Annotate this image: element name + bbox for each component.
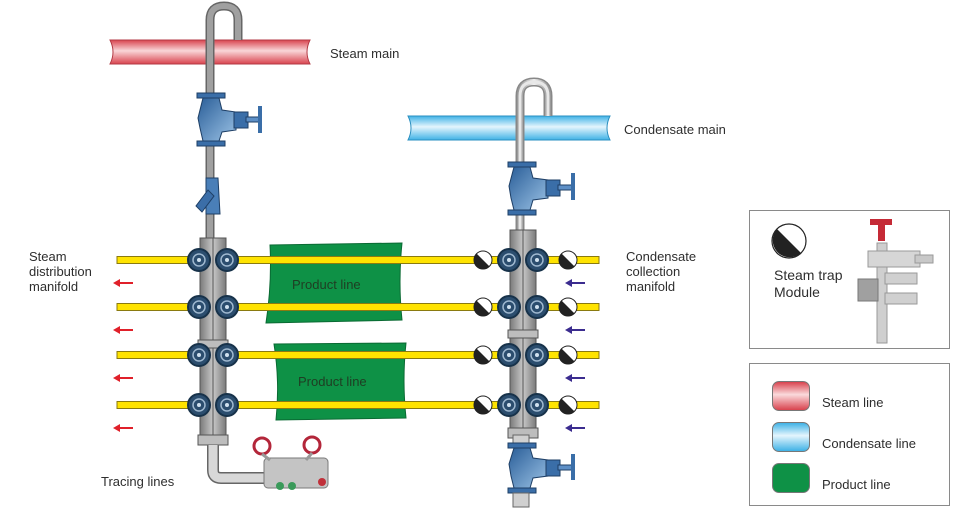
strainer — [195, 177, 221, 215]
manifold-valve — [497, 343, 521, 367]
steam-trap-symbol-icon — [771, 219, 934, 344]
manifold-valves — [187, 248, 549, 417]
manifold-valve — [215, 393, 239, 417]
steam-line-swatch — [772, 381, 810, 411]
legend-item-steam-line — [772, 381, 810, 411]
steam-trap-icon — [473, 297, 493, 317]
legend-label-product-line: Product line — [822, 477, 891, 492]
manifold-valve — [215, 248, 239, 272]
steam-flow-arrow — [113, 374, 133, 382]
condensate-collection-manifold-label: Condensate collection manifold — [626, 249, 697, 294]
condensate-main-label: Condensate main — [624, 122, 726, 137]
steam-trap-icon — [473, 345, 493, 365]
steam-flow-arrow — [113, 326, 133, 334]
steam-trap-module-label: Steam trap Module — [774, 267, 843, 300]
legend-label-condensate-line: Condensate line — [822, 436, 916, 451]
manifold-valve — [187, 248, 211, 272]
tracing-lines-label: Tracing lines — [101, 474, 175, 489]
condensate-flow-arrow — [565, 424, 585, 432]
tracer-line — [116, 401, 600, 409]
steam-trap-icon — [473, 250, 493, 270]
legend-item-product-line — [772, 463, 810, 493]
steam-trap-icon — [558, 395, 578, 415]
manifold-valve — [215, 343, 239, 367]
manifold-valve — [187, 295, 211, 319]
tracer-lines — [116, 256, 600, 409]
manifold-valve — [525, 393, 549, 417]
product-line-swatch — [772, 463, 810, 493]
legend: Steam line Condensate line Product line — [749, 363, 950, 506]
condensate-main-pipe — [407, 115, 611, 141]
manifold-valve — [525, 295, 549, 319]
steam-isolation-valve — [196, 92, 262, 147]
steam-riser — [205, 1, 243, 240]
steam-trap-icon — [473, 395, 493, 415]
steam-flow-arrow — [113, 424, 133, 432]
manifold-valve — [187, 393, 211, 417]
manifold-valve — [215, 295, 239, 319]
condensate-line-swatch — [772, 422, 810, 452]
manifold-valve — [525, 248, 549, 272]
tracing-line-elbow — [207, 445, 266, 484]
legend-item-condensate-line — [772, 422, 810, 452]
product-line-lower — [273, 342, 407, 421]
steam-trap-icon — [558, 297, 578, 317]
manifold-valve — [497, 248, 521, 272]
product-line-label-lower: Product line — [298, 374, 367, 389]
steam-distribution-manifold-label: Steam distribution manifold — [29, 249, 92, 294]
manifold-valve — [187, 343, 211, 367]
steam-main-label: Steam main — [330, 46, 400, 61]
manifold-valve — [497, 393, 521, 417]
condensate-outlet-valve — [507, 434, 575, 508]
steam-traps — [473, 250, 578, 415]
condensate-flow-arrow — [565, 326, 585, 334]
manifold-valve — [525, 343, 549, 367]
condensate-isolation-valve — [507, 161, 575, 216]
condensate-flow-arrow — [565, 279, 585, 287]
condensate-riser — [515, 77, 553, 240]
flow-arrows — [113, 279, 585, 432]
tracer-line — [116, 351, 600, 359]
steam-trap-icon — [558, 250, 578, 270]
manifold-valve — [497, 295, 521, 319]
steam-trap-module-box: Steam trap Module — [749, 210, 950, 349]
legend-label-steam-line: Steam line — [822, 395, 884, 410]
tracer-line — [116, 303, 600, 311]
steam-flow-arrow — [113, 279, 133, 287]
tracer-line — [116, 256, 600, 264]
condensate-flow-arrow — [565, 374, 585, 382]
product-line-label-upper: Product line — [292, 277, 361, 292]
steam-trap-icon — [558, 345, 578, 365]
steam-distribution-module — [252, 435, 329, 490]
